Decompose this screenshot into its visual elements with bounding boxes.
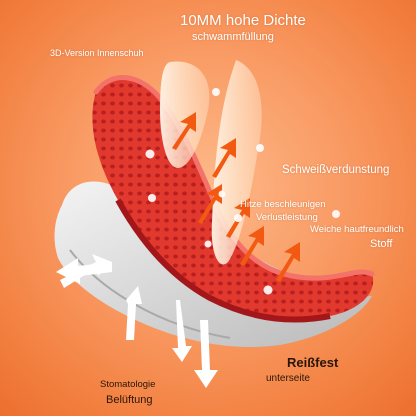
foam-layer xyxy=(160,61,210,168)
insole-3d-label: 3D-Version Innenschuh xyxy=(50,48,144,58)
heat-label-line2: Verlustleistung xyxy=(256,212,318,223)
foam-layer xyxy=(211,60,262,265)
density-sub-label: schwammfüllung xyxy=(192,31,274,43)
density-title-label: 10MM hohe Dichte xyxy=(180,12,306,29)
tear-resistant-label-line1: Reißfest xyxy=(287,355,339,370)
skin-friendly-label-line2: Stoff xyxy=(370,238,393,250)
heat-label-line1: Hitze beschleunigen xyxy=(240,199,326,210)
left-arrow-icon xyxy=(56,258,112,284)
skin-friendly-label-line1: Weiche hautfreundlich xyxy=(310,224,404,235)
ventilation-label-line2: Belüftung xyxy=(106,394,153,406)
ventilation-label-line1: Stomatologie xyxy=(100,379,156,390)
tear-resistant-label-line2: unterseite xyxy=(266,373,310,384)
water-droplet-icon xyxy=(145,88,340,295)
sweat-evaporation-label: Schweißverdunstung xyxy=(282,164,390,176)
